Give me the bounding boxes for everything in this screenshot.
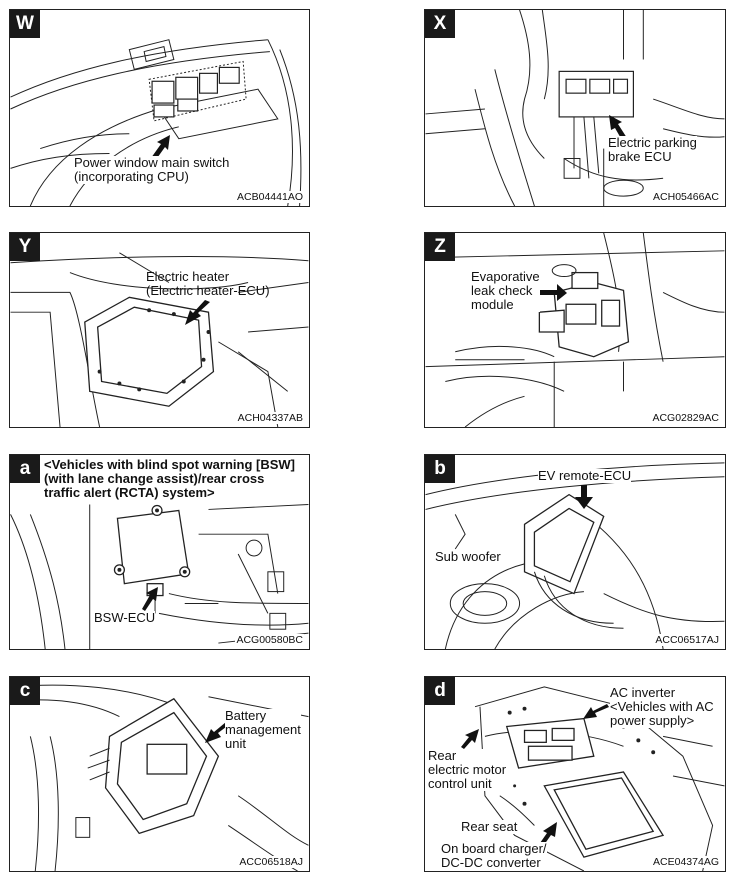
label-evaporative-module: Evaporative leak check module <box>471 270 540 312</box>
diagram-code: ACC06518AJ <box>238 856 304 868</box>
panel-tag-w: W <box>10 10 40 38</box>
electric-heater-illustration <box>10 252 309 427</box>
label-bsw-ecu: BSW-ECU <box>94 610 156 625</box>
diagram-code: ACG02829AC <box>651 412 720 424</box>
ev-remote-ecu-illustration <box>425 462 725 649</box>
panel-c: c Battery management unit ACC06518AJ <box>9 676 310 872</box>
panel-tag-x: X <box>425 10 455 38</box>
arrow-icon <box>151 135 170 161</box>
panel-a: a <Vehicles with blind spot warning [BSW… <box>9 454 310 650</box>
panel-z: Z Evaporative leak check module ACG02829… <box>424 232 726 428</box>
diagram-code: ACH04337AB <box>236 412 304 424</box>
label-line: DC-DC converter <box>441 855 541 870</box>
diagram-code: ACC06517AJ <box>654 634 720 646</box>
panel-tag-c: c <box>10 677 40 705</box>
diagram-code: ACB04441AO <box>236 191 304 203</box>
header-line: (with lane change assist)/rear cross <box>44 471 265 486</box>
label-parking-brake-ecu: Electric parking brake ECU <box>608 136 697 164</box>
label-rear-motor-control: Rear electric motor control unit <box>428 748 507 791</box>
label-line: module <box>471 297 514 312</box>
panel-w: W Power window main switch (incorporatin… <box>9 9 310 207</box>
label-line: Power window main switch <box>74 155 230 170</box>
battery-management-illustration <box>10 684 309 871</box>
diagram-code: ACH05466AC <box>652 191 720 203</box>
panel-tag-y: Y <box>10 233 40 261</box>
parking-brake-illustration <box>425 10 725 206</box>
label-rear-seat: Rear seat <box>461 819 518 834</box>
label-battery-management: Battery management unit <box>225 709 301 751</box>
panel-d: d AC inverter <Vehicles with AC power su… <box>424 676 726 872</box>
arrow-icon <box>540 822 557 845</box>
arrow-icon <box>609 115 627 142</box>
arrow-icon <box>461 729 479 749</box>
label-line: Sub woofer <box>435 549 501 564</box>
label-line: Electric heater <box>146 269 230 284</box>
panel-x: X Electric parking brake ECU ACH05466AC <box>424 9 726 207</box>
label-power-window-switch: Power window main switch (incorporating … <box>74 155 230 184</box>
label-line: (incorporating CPU) <box>74 169 189 184</box>
header-line: traffic alert (RCTA) system> <box>44 485 215 500</box>
label-line: BSW-ECU <box>94 610 156 625</box>
label-on-board-charger: On board charger/ DC-DC converter <box>441 842 547 870</box>
label-line: leak check <box>471 283 533 298</box>
label-line: brake ECU <box>608 149 672 164</box>
label-line: AC inverter <box>610 685 676 700</box>
label-line: management <box>225 722 301 737</box>
label-line: EV remote-ECU <box>538 468 632 483</box>
panel-tag-z: Z <box>425 233 455 261</box>
label-line: Rear seat <box>461 819 518 834</box>
label-line: Evaporative <box>471 269 540 284</box>
arrow-icon <box>575 485 593 509</box>
label-ac-inverter: AC inverter <Vehicles with AC power supp… <box>610 686 714 728</box>
panel-tag-d: d <box>425 677 455 705</box>
label-line: electric motor <box>428 762 507 777</box>
diagram-code: ACG00580BC <box>235 634 304 646</box>
label-line: Battery <box>225 708 267 723</box>
label-ev-remote-ecu: EV remote-ECU <box>538 468 632 483</box>
label-line: On board charger/ <box>441 841 547 856</box>
panel-a-header: <Vehicles with blind spot warning [BSW] … <box>44 458 295 500</box>
label-line: <Vehicles with AC <box>610 699 714 714</box>
label-line: (Electric heater-ECU) <box>146 283 270 298</box>
label-line: control unit <box>428 776 492 791</box>
diagram-code: ACE04374AG <box>652 856 720 868</box>
label-line: power supply> <box>610 713 695 728</box>
arrow-icon <box>539 284 567 301</box>
panel-tag-a: a <box>10 455 40 483</box>
panel-b: b EV remote-ECU Sub woofer ACC06517AJ <box>424 454 726 650</box>
panel-tag-b: b <box>425 455 455 483</box>
panel-y: Y Electric heater (Electric heater-ECU) … <box>9 232 310 428</box>
header-line: <Vehicles with blind spot warning [BSW] <box>44 457 295 472</box>
power-window-door-illustration <box>10 39 302 206</box>
evaporative-module-illustration <box>425 233 725 427</box>
label-line: Electric parking <box>608 135 697 150</box>
label-line: unit <box>225 736 246 751</box>
ac-inverter-illustration <box>474 686 725 871</box>
arrow-icon <box>205 722 230 743</box>
arrow-icon <box>185 300 210 325</box>
label-sub-woofer: Sub woofer <box>435 550 501 564</box>
label-electric-heater: Electric heater (Electric heater-ECU) <box>146 270 270 298</box>
arrow-icon <box>583 704 609 719</box>
arrow-icon <box>142 587 158 611</box>
label-line: Rear <box>428 748 457 763</box>
